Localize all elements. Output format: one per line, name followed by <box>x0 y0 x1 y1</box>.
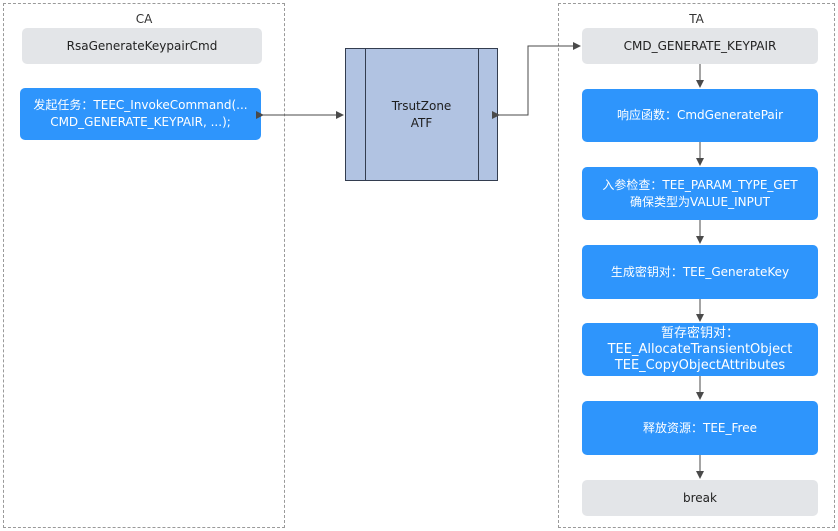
ta-lane: TA <box>558 3 835 528</box>
invoke-command-box: 发起任务：TEEC_InvokeCommand(... CMD_GENERATE… <box>20 88 261 140</box>
rsa-generate-keypair-cmd-box: RsaGenerateKeypairCmd <box>22 28 262 64</box>
ta-lane-title: TA <box>689 12 704 26</box>
ta-step-param-check: 入参检查：TEE_PARAM_TYPE_GET 确保类型为VALUE_INPUT <box>582 167 818 220</box>
ta-step-generate-key: 生成密钥对：TEE_GenerateKey <box>582 245 818 299</box>
ca-lane: CA <box>3 3 285 528</box>
ta-step-store-keypair-line-3: TEE_CopyObjectAttributes <box>614 357 786 373</box>
trustzone-label: TrsutZone <box>391 98 452 113</box>
ta-step-break-label: break <box>683 490 717 505</box>
ta-step-cmd-generate-keypair: CMD_GENERATE_KEYPAIR <box>582 28 818 64</box>
ta-step-param-check-line-2: 确保类型为VALUE_INPUT <box>630 194 770 209</box>
ta-step-store-keypair: 暂存密钥对： TEE_AllocateTransientObject TEE_C… <box>582 323 818 376</box>
ta-step-free-resources-label: 释放资源：TEE_Free <box>643 420 757 435</box>
ta-step-cmd-generate-keypair-label: CMD_GENERATE_KEYPAIR <box>623 38 777 53</box>
trustzone-ta-connector <box>492 42 581 119</box>
trustzone-atf-box: TrsutZone ATF <box>345 48 498 181</box>
trustzone-inner-border-right <box>478 49 479 180</box>
rsa-generate-keypair-cmd-label: RsaGenerateKeypairCmd <box>66 38 218 53</box>
ta-step-store-keypair-line-1: 暂存密钥对： <box>660 325 739 341</box>
trustzone-inner-border-left <box>365 49 366 180</box>
ta-step-response-function: 响应函数：CmdGeneratePair <box>582 89 818 142</box>
invoke-command-line-1: 发起任务：TEEC_InvokeCommand(... <box>33 98 248 112</box>
ta-step-param-check-line-1: 入参检查：TEE_PARAM_TYPE_GET <box>602 177 798 192</box>
ca-lane-title: CA <box>135 12 153 26</box>
ta-step-response-function-label: 响应函数：CmdGeneratePair <box>616 108 784 122</box>
ta-step-free-resources: 释放资源：TEE_Free <box>582 401 818 455</box>
invoke-command-line-2: CMD_GENERATE_KEYPAIR, ...); <box>50 115 231 129</box>
atf-label: ATF <box>410 115 433 130</box>
ta-step-store-keypair-line-2: TEE_AllocateTransientObject <box>607 341 793 357</box>
ta-step-break: break <box>582 480 818 516</box>
ta-step-generate-key-label: 生成密钥对：TEE_GenerateKey <box>610 264 790 279</box>
